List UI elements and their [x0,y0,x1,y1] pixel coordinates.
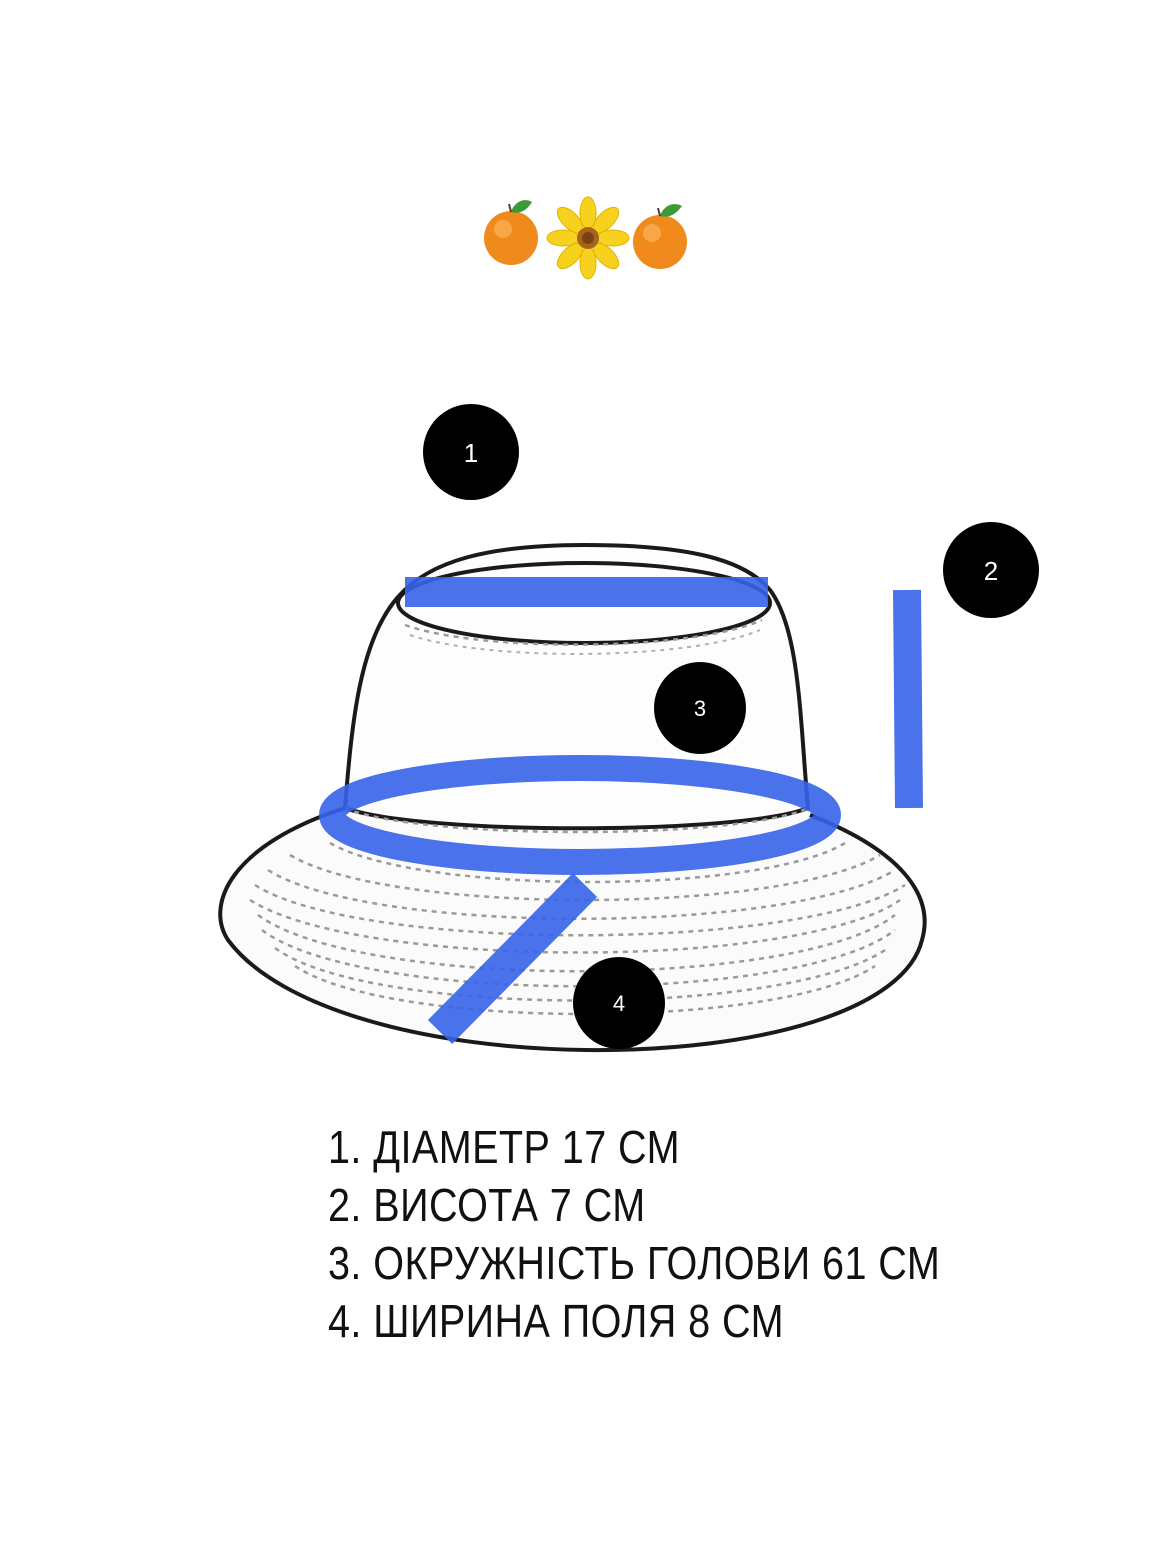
marker-3-label: 3 [694,696,706,721]
legend-item-brim-width: 4. ШИРИНА ПОЛЯ 8 СМ [328,1295,784,1347]
marker-1: 1 [423,404,519,500]
marker-2-label: 2 [984,556,998,586]
hat-crown [342,542,811,834]
legend-item-diameter: 1. ДІАМЕТР 17 СМ [328,1121,680,1173]
orange-icon [484,200,538,265]
measure-line-head-circumference [319,755,841,875]
measure-lines [319,577,923,1044]
marker-2: 2 [943,522,1039,618]
measure-line-brim-width [427,873,598,1044]
legend-item-height: 2. ВИСОТА 7 СМ [328,1179,646,1231]
marker-3: 3 [654,662,746,754]
measure-line-height [893,589,923,809]
hat-brim [218,806,927,1053]
orange-icon [633,204,687,269]
marker-1-label: 1 [464,438,478,468]
measurements-legend: 1. ДІАМЕТР 17 СМ 2. ВИСОТА 7 СМ 3. ОКРУЖ… [328,1118,940,1350]
marker-4: 4 [573,957,665,1049]
flower-icon [546,196,630,280]
legend-item-head-circumference: 3. ОКРУЖНІСТЬ ГОЛОВИ 61 СМ [328,1237,941,1289]
marker-4-label: 4 [613,991,625,1016]
decor-row [484,196,687,280]
